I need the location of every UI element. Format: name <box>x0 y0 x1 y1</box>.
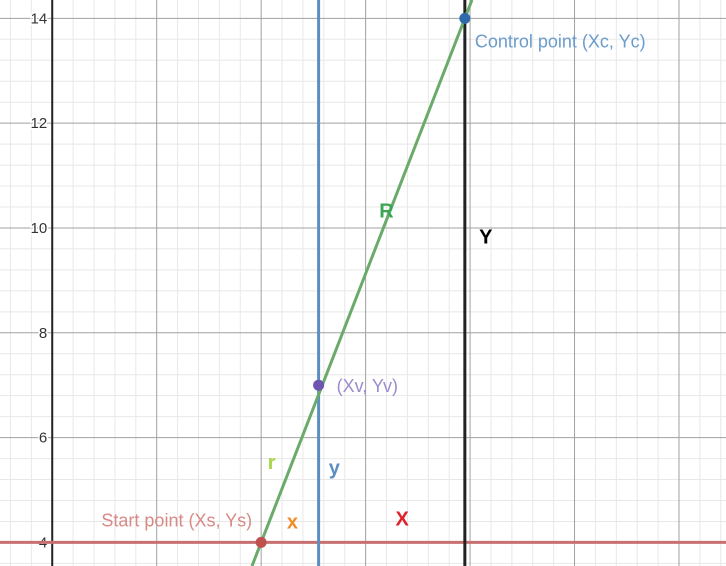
control-point-label: Control point (Xc, Yc) <box>475 31 646 51</box>
y-tick-label: 10 <box>31 220 48 237</box>
label-Y: Y <box>479 227 493 249</box>
control-point <box>459 12 471 24</box>
intersection-point <box>313 379 325 391</box>
labels-layer: Start point (Xs, Ys) (Xv, Yv) Control poin… <box>101 31 645 533</box>
points-layer <box>255 12 471 548</box>
start-point-label: Start point (Xs, Ys) <box>101 510 252 530</box>
label-R: R <box>379 200 394 222</box>
y-tick-label: 14 <box>31 10 48 27</box>
label-x: x <box>287 511 298 533</box>
y-tick-label: 8 <box>39 325 47 342</box>
y-tick-label: 12 <box>31 115 48 132</box>
y-tick-label: 6 <box>39 430 47 447</box>
y-tick-labels: 468101214 <box>29 9 49 553</box>
start-point <box>255 536 267 548</box>
intersection-point-label: (Xv, Yv) <box>337 376 398 396</box>
slanted-line <box>250 0 474 566</box>
label-r: r <box>268 452 276 474</box>
label-y: y <box>329 457 341 479</box>
label-X: X <box>396 509 410 531</box>
